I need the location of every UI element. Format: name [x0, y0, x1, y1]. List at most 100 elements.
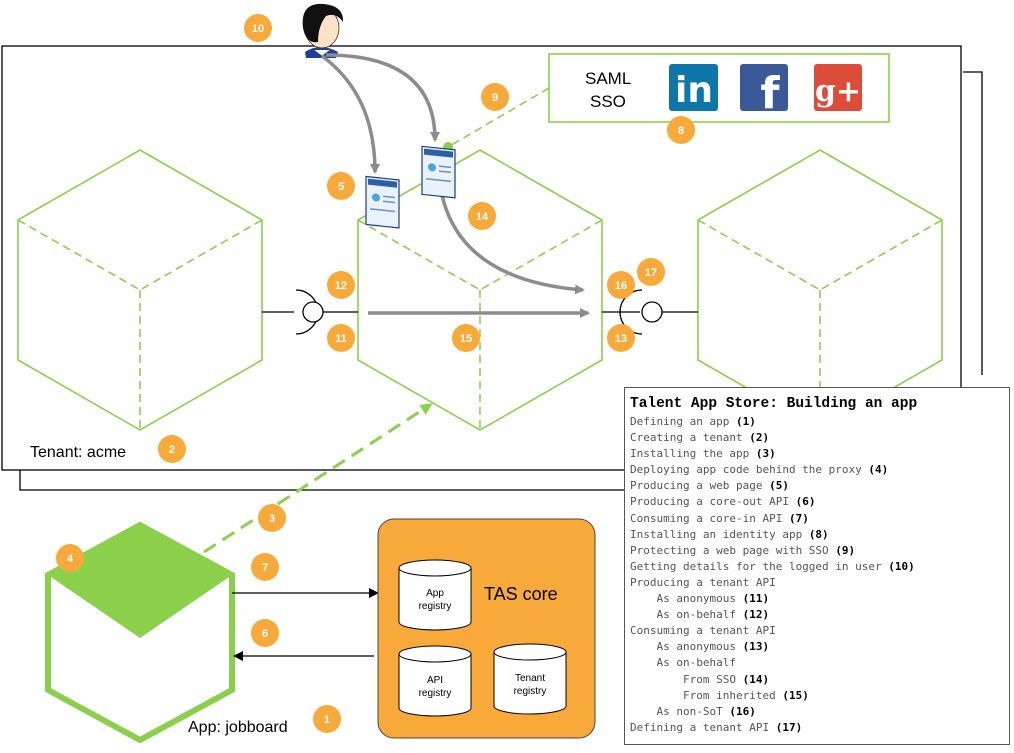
user-to-webpage-arrow — [320, 54, 380, 174]
legend-item-text: Creating a tenant — [630, 431, 750, 445]
app-jobboard-cube — [45, 521, 235, 744]
legend-item: As on-behalf (12) — [630, 607, 1009, 623]
legend-item-number: (5) — [769, 479, 789, 493]
legend-item: Defining an app (1) — [630, 414, 1009, 430]
legend-item: Producing a core-out API (6) — [630, 494, 1009, 510]
legend-item: Producing a tenant API — [630, 575, 1009, 591]
legend-item: Protecting a web page with SSO (9) — [630, 543, 1009, 559]
badge-9: 9 — [481, 83, 509, 111]
legend-item: As anonymous (13) — [630, 639, 1009, 655]
badge-16: 16 — [607, 271, 635, 299]
legend-item: Getting details for the logged in user (… — [630, 559, 1009, 575]
legend-item: As anonymous (11) — [630, 591, 1009, 607]
legend-item-text: Defining a tenant API — [630, 720, 776, 734]
legend-item-number: (16) — [729, 704, 756, 718]
badge-6: 6 — [251, 619, 279, 647]
legend-item: From SSO (14) — [630, 672, 1009, 688]
legend-item-text: Producing a tenant API — [630, 575, 776, 589]
saml-label-line1: SAML — [585, 69, 631, 88]
legend-item: Installing the app (3) — [630, 446, 1009, 462]
legend-item: Deploying app code behind the proxy (4) — [630, 462, 1009, 478]
legend-item-text: Deploying app code behind the proxy — [630, 463, 869, 477]
legend-item-number: (3) — [755, 447, 776, 461]
svg-text:11: 11 — [335, 333, 347, 345]
facebook-icon: f — [740, 64, 788, 119]
api-registry-cylinder — [398, 645, 472, 717]
legend-item-text: Getting details for the logged in user — [630, 559, 889, 573]
badge-10: 10 — [244, 14, 272, 42]
tenant-registry-label-1: Tenant — [515, 673, 545, 684]
svg-text:6: 6 — [262, 628, 268, 640]
legend-item-text: Consuming a tenant API — [630, 624, 776, 638]
app-registry-label-1: App — [426, 588, 444, 599]
legend-item-number: (15) — [782, 688, 809, 702]
legend-list: Defining an app (1)Creating a tenant (2)… — [630, 414, 1009, 736]
legend-item-number: (7) — [788, 511, 809, 525]
svg-text:4: 4 — [67, 553, 74, 565]
svg-text:8: 8 — [678, 125, 684, 137]
legend-item-text: As anonymous — [630, 640, 743, 654]
badge-3: 3 — [258, 504, 286, 532]
svg-text:9: 9 — [492, 92, 498, 104]
api-registry-label-1: API — [427, 675, 443, 686]
legend-item-text: Producing a core-out API — [630, 495, 796, 509]
legend-item-number: (6) — [795, 495, 816, 509]
svg-text:17: 17 — [645, 267, 657, 279]
badge-8: 8 — [667, 116, 695, 144]
tenant-label: Tenant: acme — [30, 444, 126, 461]
svg-text:14: 14 — [476, 211, 489, 223]
tenant-app-cube-middle — [357, 149, 603, 431]
badge-4: 4 — [56, 544, 84, 572]
legend-item: Defining a tenant API (17) — [630, 720, 1009, 736]
badge-13: 13 — [607, 324, 635, 352]
legend-item: From inherited (15) — [630, 688, 1009, 704]
api-registry-label-2: registry — [419, 688, 452, 699]
api-socket-left — [262, 289, 358, 335]
linkedin-icon: in — [669, 64, 718, 111]
sso-api-call-arrow — [438, 184, 585, 295]
svg-text:15: 15 — [460, 333, 472, 345]
legend-item: As on-behalf — [630, 655, 1009, 671]
svg-text:f: f — [760, 68, 780, 119]
tenant-registry-label-2: registry — [514, 686, 547, 697]
svg-text:16: 16 — [615, 280, 627, 292]
user-avatar-icon — [302, 3, 344, 58]
badge-1: 1 — [313, 705, 341, 733]
tenant-frame — [1, 45, 962, 471]
app-label: App: jobboard — [188, 719, 288, 736]
tenant-frame-back-1 — [19, 470, 624, 491]
legend-item-number: (14) — [742, 672, 770, 686]
legend-item-text: Installing the app — [630, 447, 756, 461]
badge-12: 12 — [327, 271, 355, 299]
legend-item: Consuming a core-in API (7) — [630, 511, 1009, 527]
svg-text:12: 12 — [335, 280, 347, 292]
web-page-icon — [365, 175, 400, 229]
googleplus-icon: g+ — [814, 64, 862, 111]
tenant-registry-cylinder — [493, 643, 567, 715]
legend-item-text: Installing an identity app — [630, 527, 809, 541]
tas-core-label: TAS core — [484, 584, 558, 604]
legend-item-text: Defining an app — [630, 415, 736, 428]
svg-text:2: 2 — [169, 444, 175, 456]
legend-item-number: (11) — [742, 592, 770, 606]
legend-item-text: Producing a web page — [630, 479, 770, 493]
badge-17: 17 — [637, 258, 665, 286]
tenant-app-cube-left — [17, 149, 263, 431]
legend-item-text: From inherited — [630, 688, 783, 702]
svg-text:g+: g+ — [815, 74, 861, 109]
svg-text:1: 1 — [324, 714, 330, 726]
legend-item: Installing an identity app (8) — [630, 527, 1009, 543]
badge-5: 5 — [327, 172, 355, 200]
tenant-frame-back-2 — [963, 71, 983, 375]
badge-7: 7 — [251, 553, 279, 581]
svg-text:3: 3 — [269, 513, 275, 525]
legend-box: Talent App Store: Building an app Defini… — [624, 387, 1010, 745]
sso-protection-link — [447, 87, 550, 148]
legend-item: Creating a tenant (2) — [630, 430, 1009, 446]
badge-11: 11 — [327, 324, 355, 352]
user-to-sso-page-arrow — [325, 53, 440, 142]
svg-text:7: 7 — [262, 562, 268, 574]
legend-item-number: (13) — [742, 640, 770, 654]
legend-item-number: (1) — [735, 415, 756, 428]
